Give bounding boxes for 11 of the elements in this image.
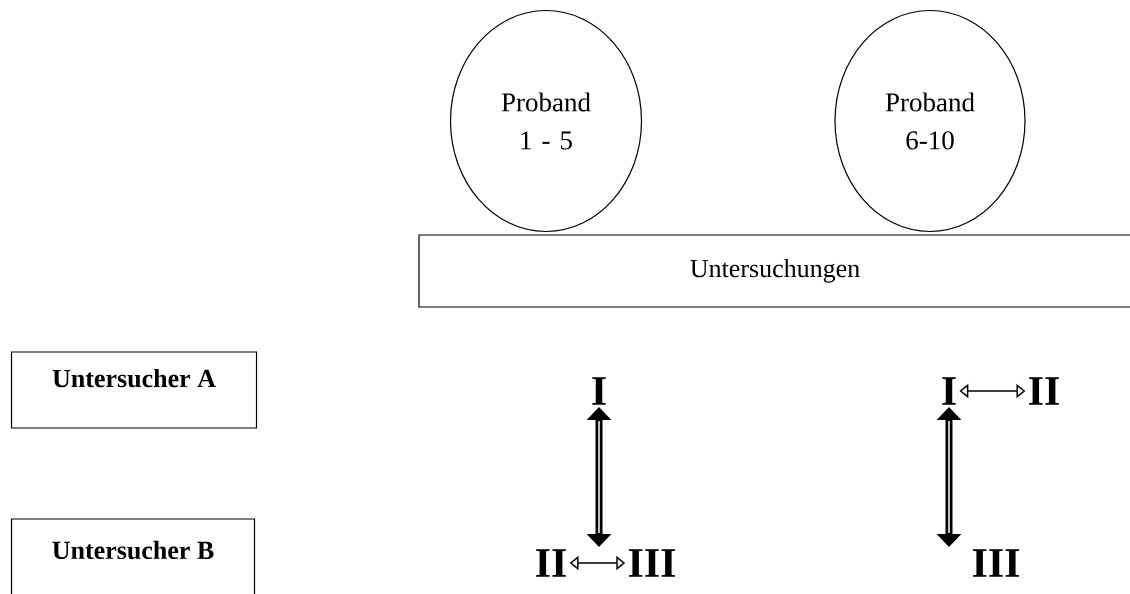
vertical-double-arrow [586, 407, 612, 547]
vertical-double-arrow [936, 407, 962, 547]
roman-numeral: II [536, 549, 566, 577]
roman-numeral: III [972, 549, 1020, 577]
roman-numeral: II [1029, 377, 1059, 405]
roman-numeral: III [628, 549, 676, 577]
roman-numeral: I [942, 377, 956, 405]
process-box: Untersucher A [10, 351, 258, 429]
process-box: Untersuchungen [418, 234, 1130, 308]
examiner-box: Untersucher B [10, 518, 256, 594]
roman-numeral: I [592, 377, 606, 405]
